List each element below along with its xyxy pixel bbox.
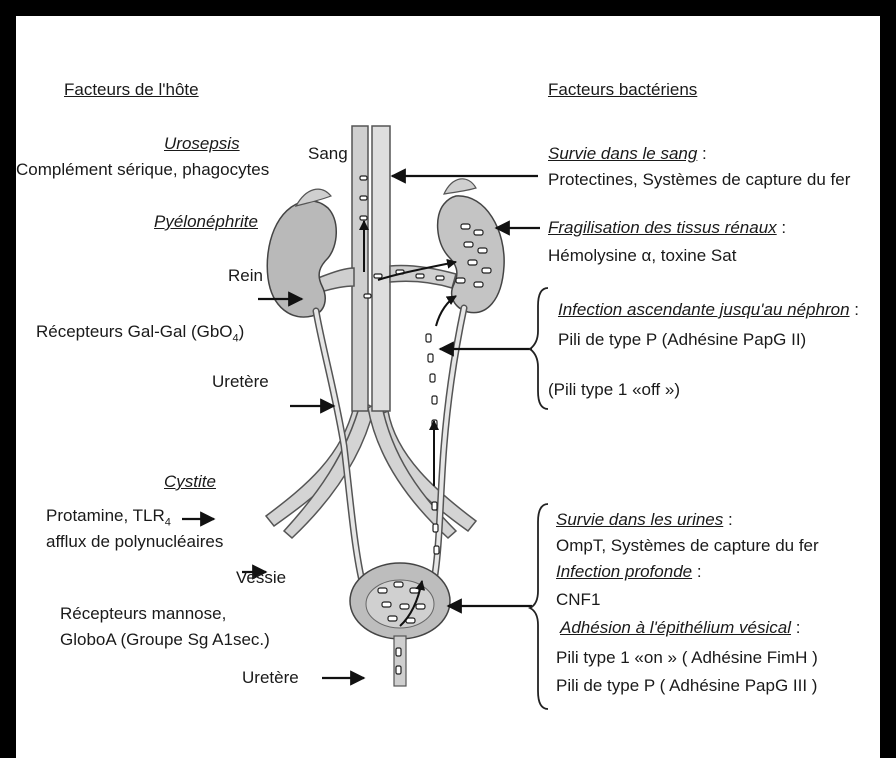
figure-panel: Facteurs de l'hôte Facteurs bactériens U… — [16, 16, 880, 758]
urosepsis-text: Complément sérique, phagocytes — [16, 160, 269, 180]
right-adrenal — [444, 179, 476, 194]
adhesion-title: Adhésion à l'épithélium vésical — [560, 618, 791, 637]
great-vessels — [352, 126, 390, 411]
bacterial-factors-heading: Facteurs bactériens — [548, 80, 697, 100]
pili-1-on: Pili type 1 «on » ( Adhésine FimH ) — [556, 648, 818, 668]
mannose-receptors-label: Récepteurs mannose, — [60, 604, 226, 624]
cnf1-text: CNF1 — [556, 590, 600, 610]
survie-sang-text: Protectines, Systèmes de capture du fer — [548, 170, 850, 190]
bladder-label: Vessie — [236, 568, 286, 588]
pili-p-papg3: Pili de type P ( Adhésine PapG III ) — [556, 676, 817, 696]
survie-urines-title-line: Survie dans les urines : — [556, 510, 733, 530]
pyelonephritis-title: Pyélonéphrite — [154, 212, 258, 232]
polynuclear-influx-label: afflux de polynucléaires — [46, 532, 223, 552]
blood-label: Sang — [308, 144, 348, 164]
ureter-label-top: Uretère — [212, 372, 269, 392]
host-factors-heading: Facteurs de l'hôte — [64, 80, 199, 100]
galgal-receptors-label: Récepteurs Gal-Gal (GbO4) — [36, 322, 244, 348]
cystitis-title: Cystite — [164, 472, 216, 492]
urosepsis-title: Urosepsis — [164, 134, 240, 154]
right-brackets — [530, 288, 548, 709]
survie-sang-title-line: Survie dans le sang : — [548, 144, 707, 164]
adhesion-title-line: Adhésion à l'épithélium vésical : — [560, 618, 800, 638]
survie-sang-title: Survie dans le sang — [548, 144, 697, 163]
right-kidney — [438, 196, 505, 313]
fragilisation-title: Fragilisation des tissus rénaux — [548, 218, 777, 237]
pili-1-off: (Pili type 1 «off ») — [548, 380, 680, 400]
profonde-title-line: Infection profonde : — [556, 562, 702, 582]
globoa-label: GloboA (Groupe Sg A1sec.) — [60, 630, 270, 650]
ascendante-title: Infection ascendante jusqu'au néphron — [558, 300, 850, 319]
ascendante-title-line: Infection ascendante jusqu'au néphron : — [558, 300, 859, 320]
profonde-title: Infection profonde — [556, 562, 692, 581]
protamine-tlr4-label: Protamine, TLR4 — [46, 506, 171, 532]
pili-p-papg2: Pili de type P (Adhésine PapG II) — [558, 330, 806, 350]
fragilisation-text: Hémolysine α, toxine Sat — [548, 246, 736, 266]
survie-urines-title: Survie dans les urines — [556, 510, 723, 529]
kidney-label: Rein — [228, 266, 263, 286]
ureter-label-bottom: Uretère — [242, 668, 299, 688]
fragilisation-title-line: Fragilisation des tissus rénaux : — [548, 218, 786, 238]
survie-urines-text: OmpT, Systèmes de capture du fer — [556, 536, 819, 556]
urethra — [394, 636, 406, 686]
